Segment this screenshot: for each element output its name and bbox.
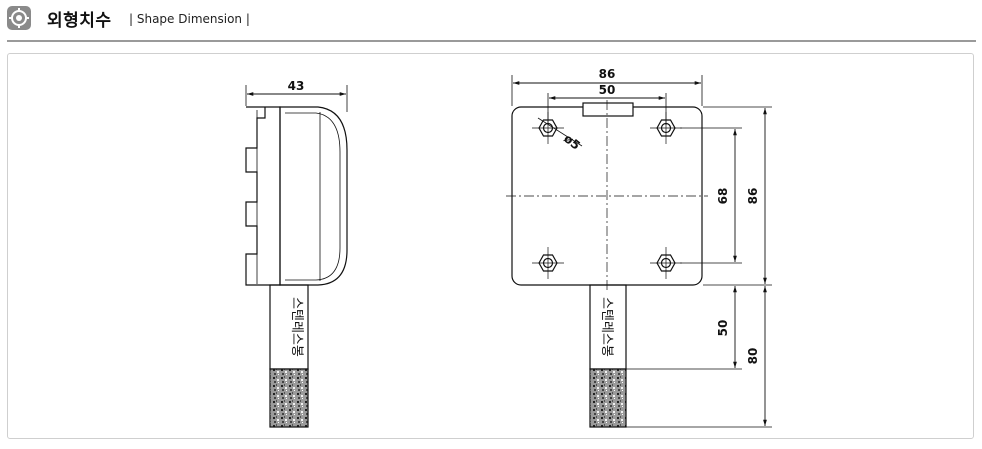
front-rod-label: 스텐레스봉: [599, 297, 614, 357]
front-height-label: 86: [746, 188, 760, 205]
side-view: [245, 85, 348, 428]
total-length-label: 80: [746, 348, 760, 365]
side-width-label: 43: [288, 79, 305, 93]
hole-vertical-label: 68: [716, 188, 730, 205]
section-header: 외형치수 | Shape Dimension |: [0, 0, 982, 44]
header-divider: [7, 40, 976, 42]
sensor-filter: [269, 368, 309, 428]
housing-cover: [279, 106, 348, 286]
rod-length-label: 50: [716, 320, 730, 337]
page-title: 외형치수: [47, 11, 112, 31]
mounting-bracket: [245, 106, 281, 286]
mount-hole: [650, 112, 682, 144]
mount-hole: [650, 247, 682, 279]
mount-hole: [532, 247, 564, 279]
mount-hole: [532, 112, 564, 144]
diameter-leader: [537, 117, 583, 147]
front-width-label: 86: [599, 67, 616, 81]
side-rod-label: 스텐레스봉: [289, 297, 304, 357]
gear-icon: [7, 6, 31, 30]
page-subtitle: | Shape Dimension |: [129, 12, 250, 26]
drawing-panel: [7, 53, 974, 439]
top-tab: [582, 102, 634, 117]
front-view: [506, 75, 772, 428]
hole-spacing-label: 50: [599, 83, 616, 97]
sensor-filter: [589, 368, 627, 428]
